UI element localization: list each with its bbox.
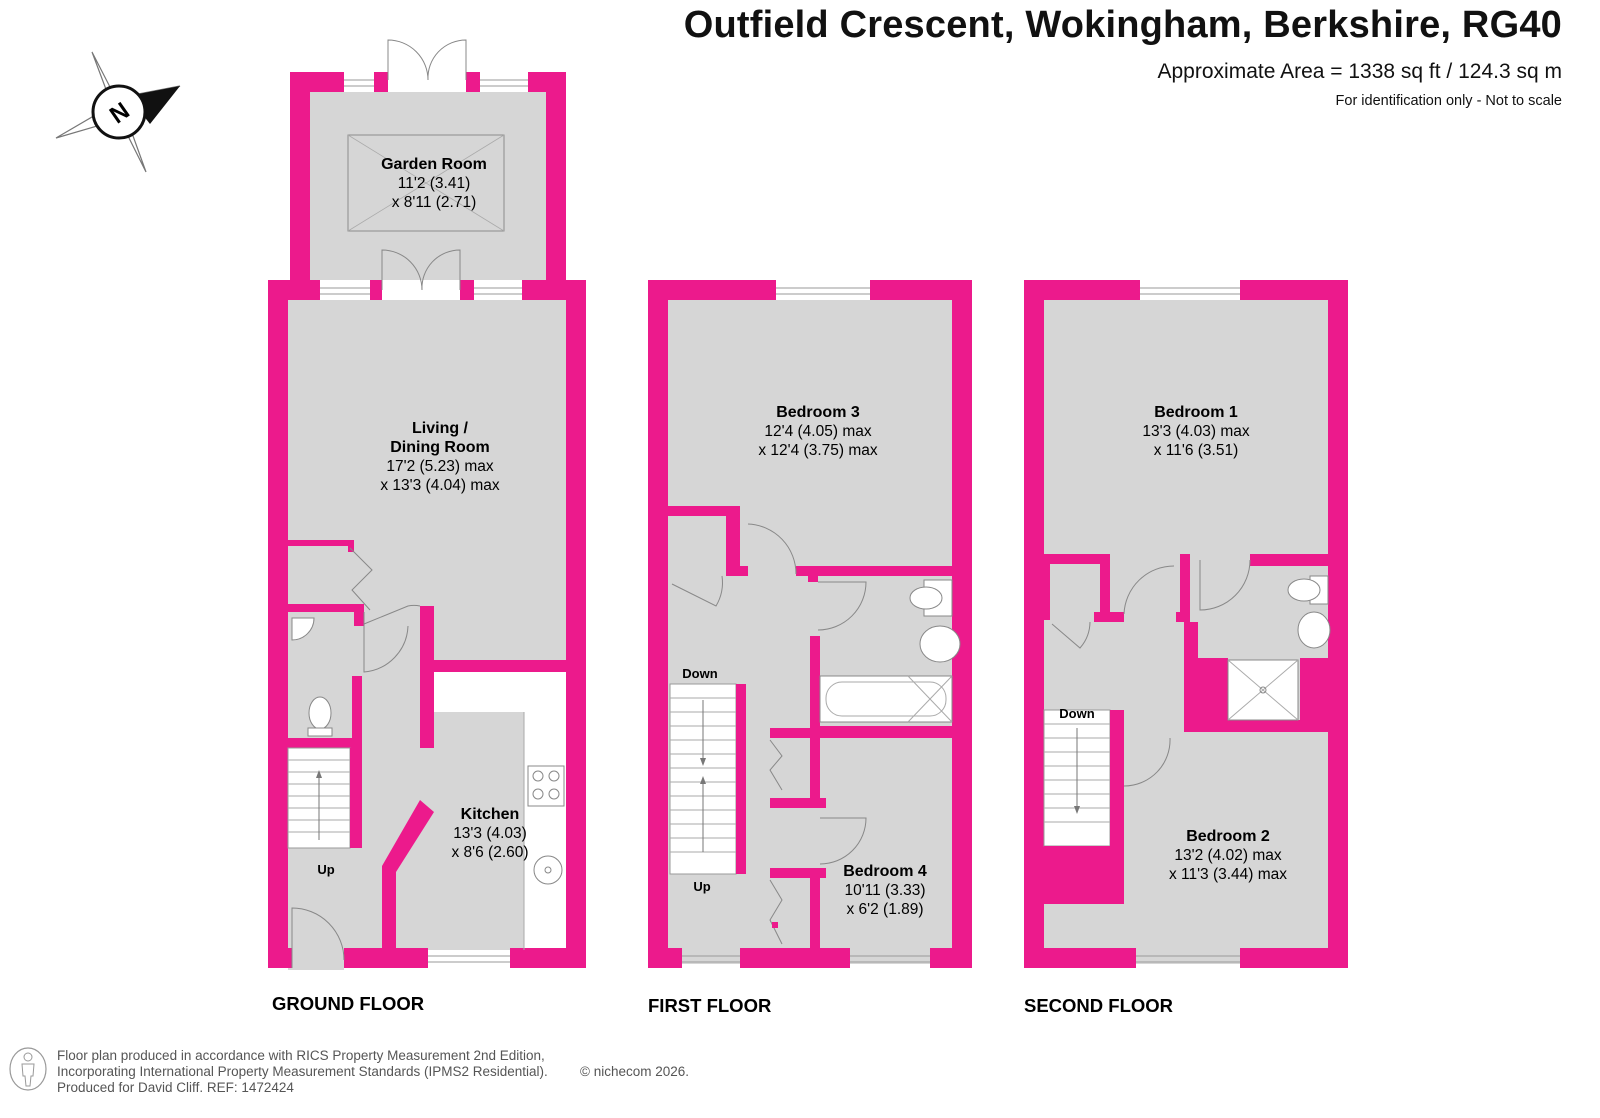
living-room-name2: Dining Room	[390, 439, 490, 456]
bedroom4-dim2: x 6'2 (1.89)	[846, 901, 923, 918]
plan-title: Outfield Crescent, Wokingham, Berkshire,…	[683, 4, 1562, 46]
first-floor-plan: Bedroom 3 12'4 (4.05) max x 12'4 (3.75) …	[648, 280, 972, 1016]
living-room-dim2: x 13'3 (4.04) max	[380, 477, 500, 494]
scale-note: For identification only - Not to scale	[1335, 93, 1562, 109]
living-room-dim1: 17'2 (5.23) max	[386, 458, 493, 475]
second-floor-plan: Bedroom 1 13'3 (4.03) max x 11'6 (3.51) …	[1024, 280, 1348, 1016]
second-stairs-down: Down	[1059, 706, 1094, 721]
footer-line-3: Produced for David Cliff. REF: 1472424	[57, 1080, 294, 1095]
living-room-name1: Living /	[412, 420, 469, 437]
kitchen-name: Kitchen	[461, 806, 520, 823]
brand-copyright: © nichecom 2026.	[580, 1064, 690, 1079]
ground-floor-label: GROUND FLOOR	[272, 993, 424, 1014]
bedroom3-dim2: x 12'4 (3.75) max	[758, 442, 878, 459]
bedroom1-name: Bedroom 1	[1154, 404, 1238, 421]
ground-stairs-up: Up	[317, 862, 334, 877]
bedroom4-name: Bedroom 4	[843, 863, 927, 880]
person-icon	[9, 1047, 47, 1091]
ground-floor-plan: Garden Room 11'2 (3.41) x 8'11 (2.71) Li…	[268, 39, 586, 1014]
bedroom2-name: Bedroom 2	[1186, 828, 1270, 845]
garden-room-dim2: x 8'11 (2.71)	[392, 194, 477, 211]
compass-icon: N	[55, 51, 181, 173]
first-floor-label: FIRST FLOOR	[648, 995, 771, 1016]
approximate-area: Approximate Area = 1338 sq ft / 124.3 sq…	[1157, 60, 1563, 83]
bedroom1-dim1: 13'3 (4.03) max	[1142, 423, 1249, 440]
bedroom3-dim1: 12'4 (4.05) max	[764, 423, 871, 440]
second-floor-label: SECOND FLOOR	[1024, 995, 1173, 1016]
first-stairs-up: Up	[693, 879, 710, 894]
bedroom2-dim2: x 11'3 (3.44) max	[1169, 866, 1287, 883]
footer-line-1: Floor plan produced in accordance with R…	[57, 1048, 545, 1063]
bedroom3-name: Bedroom 3	[776, 404, 860, 421]
garden-room-dim1: 11'2 (3.41)	[398, 175, 470, 192]
bedroom2-dim1: 13'2 (4.02) max	[1174, 847, 1281, 864]
first-stairs-down: Down	[682, 666, 717, 681]
garden-room-name: Garden Room	[381, 156, 487, 173]
floor-plan-drawing: N	[55, 39, 1348, 1016]
footer-line-2: Incorporating International Property Mea…	[57, 1064, 548, 1079]
kitchen-dim1: 13'3 (4.03)	[453, 825, 527, 842]
kitchen-dim2: x 8'6 (2.60)	[451, 844, 528, 861]
bedroom4-dim1: 10'11 (3.33)	[844, 882, 925, 899]
bedroom1-dim2: x 11'6 (3.51)	[1154, 442, 1239, 459]
